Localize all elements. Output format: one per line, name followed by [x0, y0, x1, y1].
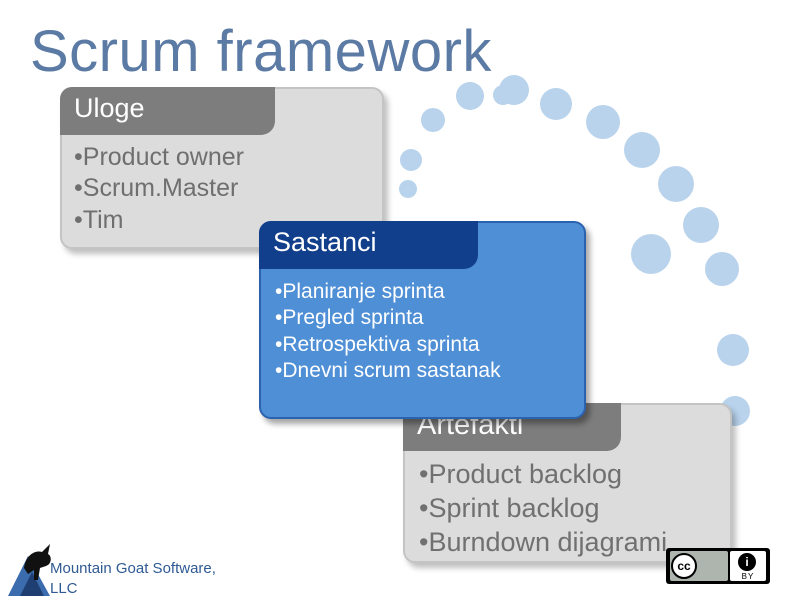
company-name: Mountain Goat Software, LLC [50, 559, 216, 600]
dot [540, 88, 572, 120]
slide-title: Scrum framework [30, 19, 492, 84]
list-item: Dnevni scrum sastanak [275, 358, 500, 384]
meetings-heading: Sastanci [259, 221, 478, 269]
attribution-icon: i [738, 553, 756, 571]
meetings-list: Planiranje sprinta Pregled sprinta Retro… [275, 279, 501, 384]
list-item: Product owner [74, 142, 244, 173]
dot [456, 82, 484, 110]
dot [586, 105, 620, 139]
list-item: Sprint backlog [419, 492, 667, 526]
list-item: Pregled sprinta [275, 305, 501, 331]
company-name-line2: LLC [50, 580, 78, 598]
artifacts-card: Artefakti Product backlog Sprint backlog… [403, 403, 732, 563]
dot [400, 149, 422, 171]
dot [631, 234, 671, 274]
list-item: Planiranje sprinta [275, 279, 501, 305]
dot [658, 166, 694, 202]
list-item: Tim [74, 205, 244, 236]
dot [421, 108, 445, 132]
dot [399, 180, 417, 198]
list-item: Retrospektiva sprinta [275, 332, 501, 358]
dot [717, 334, 749, 366]
creative-commons-by-icon: cc i BY [666, 548, 770, 584]
dot [683, 207, 719, 243]
list-item: Scrum.Master [74, 173, 244, 204]
list-item: Product backlog [419, 458, 667, 492]
company-name-line1: Mountain Goat Software, [50, 560, 216, 577]
cc-icon: cc [671, 553, 697, 579]
cc-badge-right: i BY [730, 551, 766, 581]
dot [499, 75, 529, 105]
mountain-goat-logo-icon [8, 544, 51, 596]
roles-list: Product owner Scrum.Master Tim [74, 142, 244, 236]
list-item: Burndown dijagrami [419, 526, 667, 560]
roles-heading: Uloge [60, 87, 275, 135]
dot [705, 252, 739, 286]
license-label: BY [741, 572, 755, 581]
meetings-card: Sastanci Planiranje sprinta Pregled spri… [259, 221, 586, 419]
artifacts-list: Product backlog Sprint backlog Burndown … [419, 458, 667, 559]
dot [624, 132, 660, 168]
cc-badge-left: cc [670, 551, 728, 581]
